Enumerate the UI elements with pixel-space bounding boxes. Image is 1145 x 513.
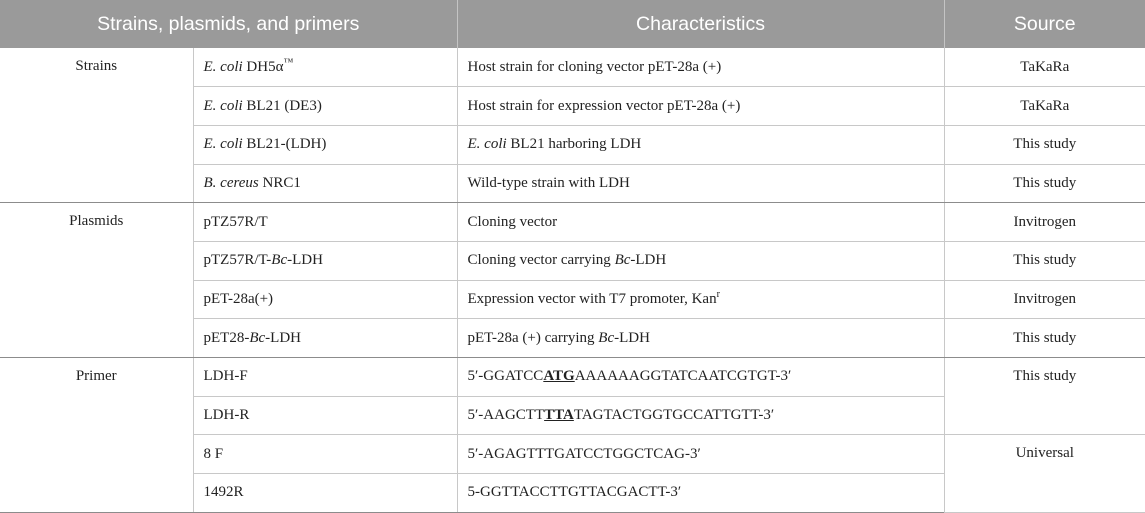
row-name: B. cereus NRC1	[192, 164, 458, 204]
row-name: LDH-R	[192, 396, 458, 436]
row-name: pTZ57R/T-Bc-LDH	[192, 241, 458, 281]
desc-text: -LDH	[630, 252, 667, 269]
row-source: This study	[943, 357, 1145, 436]
desc-text: BL21 harboring LDH	[506, 136, 642, 153]
stop-codon: TTA	[544, 407, 574, 424]
row-name: E. coli BL21-(LDH)	[192, 125, 458, 165]
table-row: pET-28a(+) Expression vector with T7 pro…	[0, 280, 1145, 320]
table-row: pTZ57R/T-Bc-LDH Cloning vector carrying …	[0, 241, 1145, 281]
row-source: Invitrogen	[943, 202, 1145, 242]
row-source: TaKaRa	[943, 48, 1145, 88]
name-text: DH5α	[242, 58, 284, 75]
row-source: This study	[943, 318, 1145, 358]
row-characteristics: Host strain for cloning vector pET-28a (…	[456, 48, 945, 88]
desc-text: Cloning vector carrying	[467, 252, 615, 269]
table-row: pET28-Bc-LDH pET-28a (+) carrying Bc-LDH…	[0, 318, 1145, 358]
seq-text: TAGTACTGGTGCCATTGTT-3′	[573, 407, 775, 424]
row-name: pET-28a(+)	[192, 280, 458, 320]
row-name: 1492R	[192, 473, 458, 513]
seq-text: 5′-AAGCTT	[467, 407, 545, 424]
desc-text: Expression vector with T7 promoter, Kan	[467, 290, 717, 307]
name-text: NRC1	[258, 174, 301, 191]
name-italic: Bc	[271, 252, 288, 269]
row-characteristics: 5′-GGATCCATGAAAAAAGGTATCAATCGTGT-3′	[456, 357, 945, 397]
table-row: Strains E. coli DH5α™ Host strain for cl…	[0, 48, 1145, 204]
group-label-strains: Strains	[0, 48, 193, 204]
row-characteristics: 5-GGTTACCTTGTTACGACTT-3′	[456, 473, 945, 513]
resistance-superscript: r	[716, 288, 720, 300]
desc-italic: Bc	[598, 329, 615, 346]
table-row: Plasmids pTZ57R/T Cloning vector Invitro…	[0, 202, 1145, 358]
desc-italic: E. coli	[467, 136, 507, 153]
table-row: E. coli BL21 (DE3) Host strain for expre…	[0, 86, 1145, 126]
name-italic: Bc	[249, 329, 266, 346]
table-row: Primer LDH-F 5′-GGATCCATGAAAAAAGGTATCAAT…	[0, 357, 1145, 513]
row-characteristics: Cloning vector carrying Bc-LDH	[456, 241, 945, 281]
name-text: pET28-	[203, 329, 250, 346]
name-italic: E. coli	[203, 136, 243, 153]
table-row: E. coli BL21-(LDH) E. coli BL21 harborin…	[0, 125, 1145, 165]
row-name: 8 F	[192, 434, 458, 475]
table-header: Strains, plasmids, and primers Character…	[0, 0, 1145, 48]
name-italic: B. cereus	[203, 174, 259, 191]
row-name: pTZ57R/T	[192, 202, 458, 242]
start-codon: ATG	[543, 368, 575, 385]
name-text: -LDH	[287, 252, 323, 269]
name-italic: E. coli	[203, 97, 243, 114]
header-source: Source	[943, 0, 1145, 48]
desc-italic: Bc	[614, 252, 631, 269]
row-name: E. coli DH5α™	[192, 48, 458, 88]
header-strains-plasmids-primers: Strains, plasmids, and primers	[0, 0, 458, 48]
group-label-primer: Primer	[0, 357, 193, 513]
row-characteristics: pET-28a (+) carrying Bc-LDH	[456, 318, 945, 358]
seq-text: 5′-GGATCC	[467, 368, 544, 385]
name-italic: E. coli	[203, 58, 243, 75]
desc-text: pET-28a (+) carrying	[467, 329, 599, 346]
row-characteristics: Wild-type strain with LDH	[456, 164, 945, 204]
table-row: 8 F 5′-AGAGTTTGATCCTGGCTCAG-3′ Universal	[0, 434, 1145, 513]
table-body: Strains E. coli DH5α™ Host strain for cl…	[0, 48, 1145, 513]
table-row: LDH-R 5′-AAGCTTTTATAGTACTGGTGCCATTGTT-3′	[0, 396, 1145, 436]
name-text: -LDH	[265, 329, 301, 346]
desc-text: -LDH	[614, 329, 650, 346]
row-characteristics: E. coli BL21 harboring LDH	[456, 125, 945, 165]
row-characteristics: Cloning vector	[456, 202, 945, 242]
row-name: LDH-F	[192, 357, 458, 397]
row-characteristics: Host strain for expression vector pET-28…	[456, 86, 945, 126]
row-source: Invitrogen	[943, 280, 1145, 320]
group-label-plasmids: Plasmids	[0, 202, 193, 358]
seq-text: AAAAAAGGTATCAATCGTGT-3′	[574, 368, 792, 385]
row-source: Universal	[943, 434, 1145, 513]
name-text: pTZ57R/T-	[203, 252, 272, 269]
row-characteristics: 5′-AGAGTTTGATCCTGGCTCAG-3′	[456, 434, 945, 475]
row-characteristics: Expression vector with T7 promoter, Kanr	[456, 280, 945, 320]
name-text: BL21-(LDH)	[242, 136, 327, 153]
row-source: This study	[943, 164, 1145, 204]
row-source: This study	[943, 125, 1145, 165]
trademark-mark: ™	[283, 56, 294, 68]
row-name: E. coli BL21 (DE3)	[192, 86, 458, 126]
row-source: TaKaRa	[943, 86, 1145, 126]
table-row: B. cereus NRC1 Wild-type strain with LDH…	[0, 164, 1145, 204]
row-characteristics: 5′-AAGCTTTTATAGTACTGGTGCCATTGTT-3′	[456, 396, 945, 436]
row-source: This study	[943, 241, 1145, 281]
table-row: 1492R 5-GGTTACCTTGTTACGACTT-3′	[0, 473, 1145, 513]
name-text: BL21 (DE3)	[242, 97, 322, 114]
header-characteristics: Characteristics	[456, 0, 945, 48]
row-name: pET28-Bc-LDH	[192, 318, 458, 358]
